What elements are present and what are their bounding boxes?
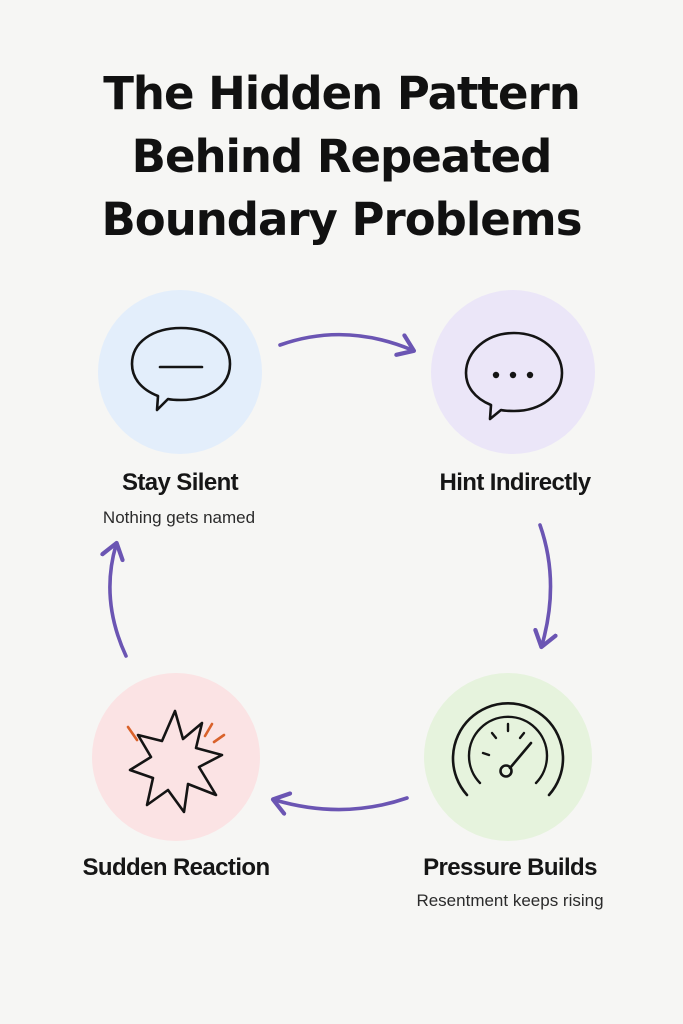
arrow-reaction-to-silent	[100, 540, 128, 658]
step-label-pressure-builds: Pressure Builds	[423, 854, 597, 881]
step-label-sudden-reaction: Sudden Reaction	[82, 854, 270, 881]
arrow-hint-to-pressure	[533, 523, 558, 650]
arrow-pressure-to-reaction	[270, 791, 409, 816]
pressure-gauge-icon	[451, 702, 565, 797]
step-caption-pressure-builds: Resentment keeps rising	[416, 891, 604, 910]
speech-bubble-line-icon	[130, 326, 232, 412]
step-caption-stay-silent: Nothing gets named	[102, 508, 256, 527]
page-title: The Hidden Pattern Behind Repeated Bound…	[0, 62, 683, 251]
title-line-2: Behind Repeated	[131, 130, 553, 183]
arrow-silent-to-hint	[278, 332, 417, 357]
title-line-1: The Hidden Pattern	[103, 67, 581, 120]
title-line-3: Boundary Problems	[101, 193, 583, 246]
burst-icon	[126, 709, 226, 814]
pressure-builds-circle	[424, 673, 592, 841]
step-label-stay-silent: Stay Silent	[121, 469, 239, 496]
stay-silent-circle	[98, 290, 262, 454]
speech-bubble-dots-icon	[464, 331, 564, 421]
step-label-hint-indirectly: Hint Indirectly	[439, 469, 591, 496]
sudden-reaction-circle	[92, 673, 260, 841]
